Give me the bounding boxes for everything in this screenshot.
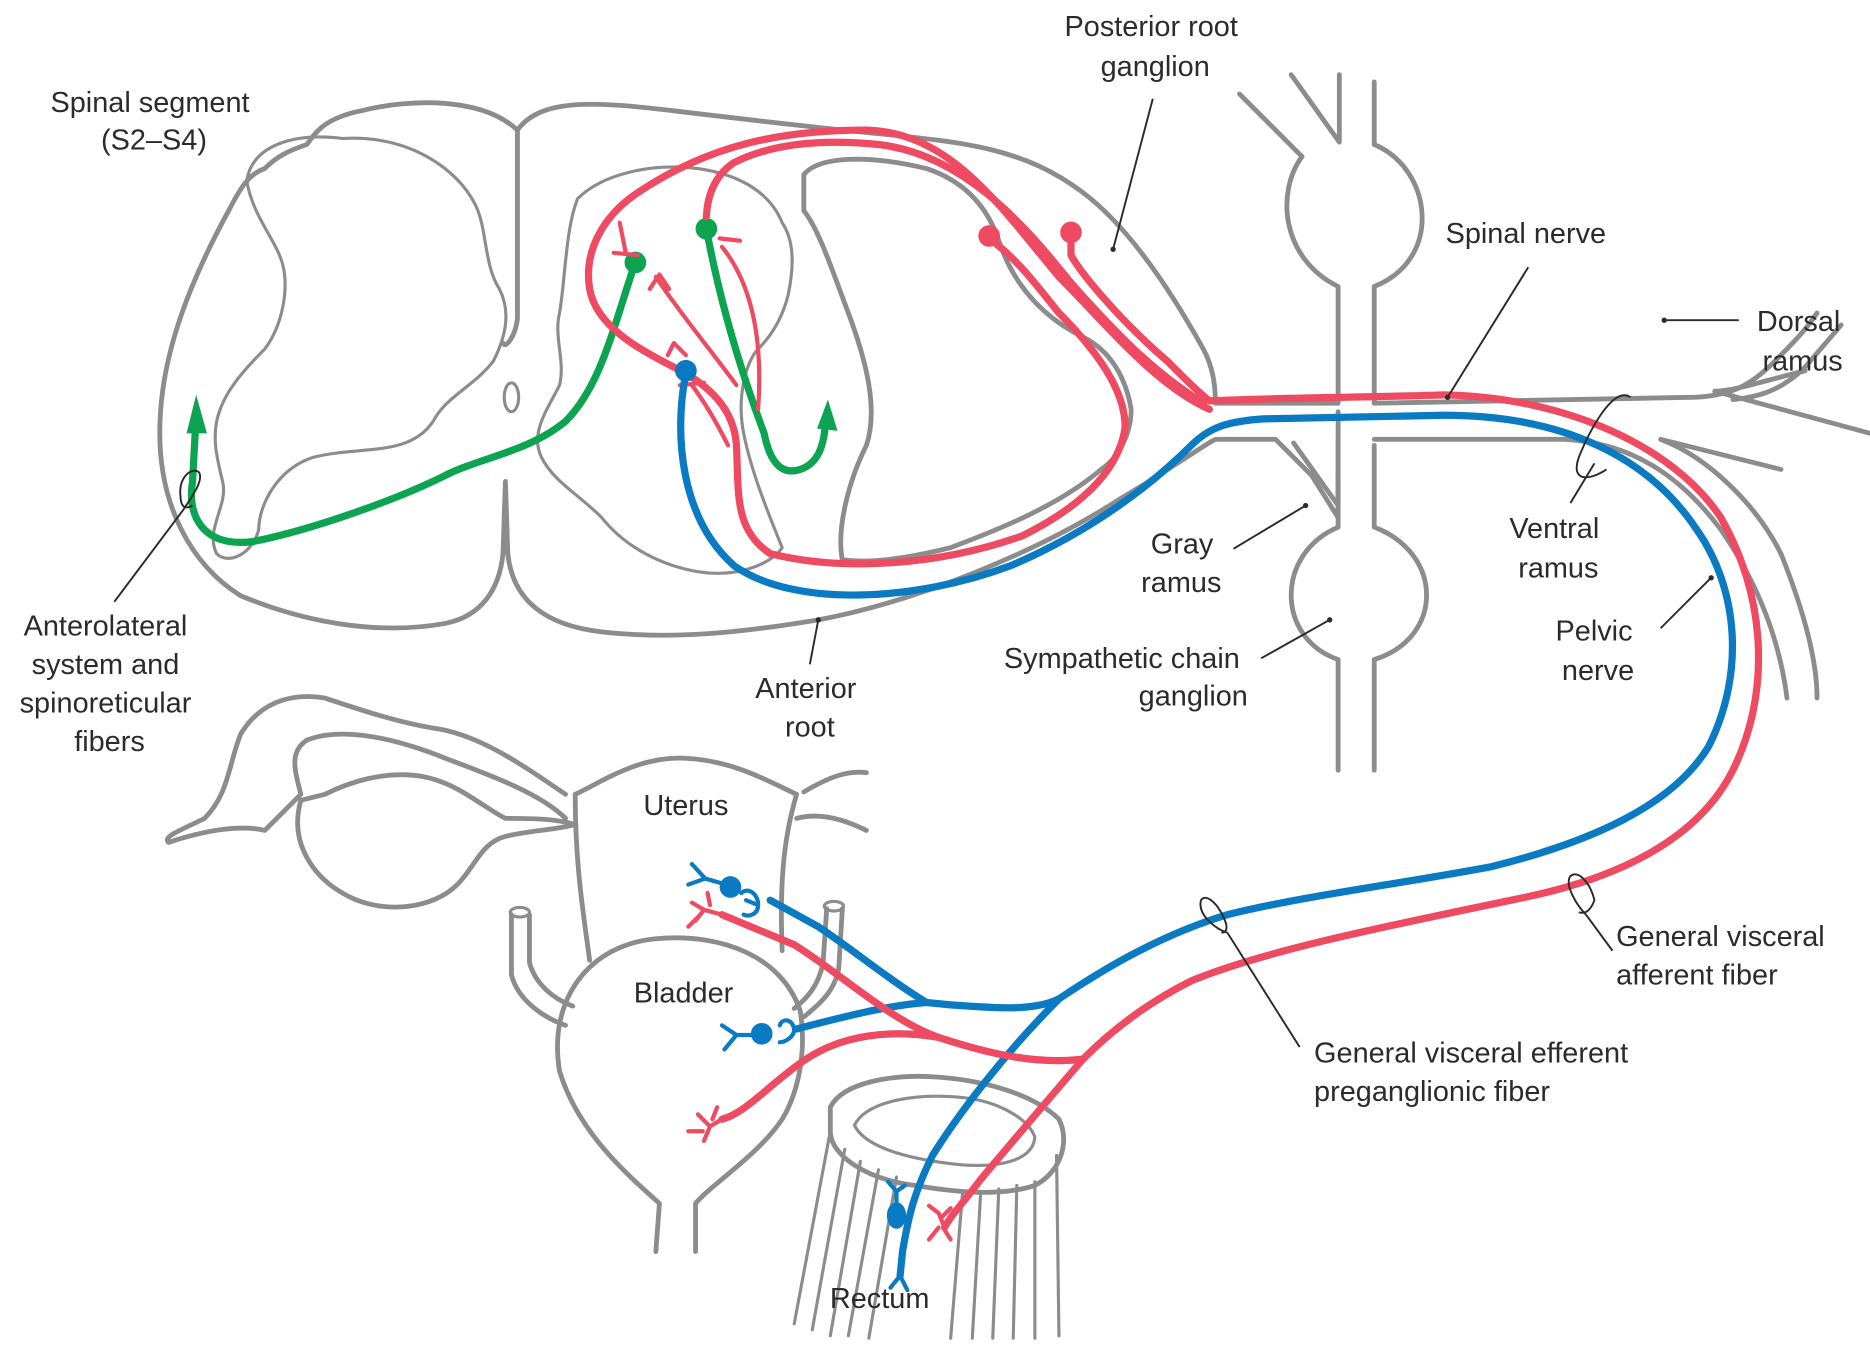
spinal-cord-top-right-outline (515, 101, 1341, 406)
afferent-collateral-1 (611, 220, 640, 258)
right-gray-matter (536, 165, 794, 575)
sympathetic-trunk (1237, 72, 1429, 773)
label-bladder: Bladder (634, 977, 734, 1009)
afferent-fibers-pelvic (686, 391, 1763, 1242)
central-canal (502, 381, 521, 414)
green-arrowhead-left (186, 394, 207, 434)
label-posterior-root-ganglion: Posterior root ganglion (1065, 11, 1246, 83)
spinal-nerve-upper-border (1371, 310, 1820, 406)
afferent-fiber-outer (584, 126, 1213, 568)
left-ureter-opening (508, 905, 532, 919)
afferent-branch-bladder (718, 1030, 943, 1123)
label-sympathetic-chain-ganglion: Sympathetic chain ganglion (1004, 643, 1248, 712)
label-rectum: Rectum (830, 1283, 929, 1315)
bladder (555, 935, 805, 1254)
posterior-horn-right (801, 156, 1134, 564)
postganglionic-neuron-uterus (686, 862, 761, 918)
right-ureter-opening (822, 899, 846, 913)
lower-sympathetic-ganglion (1288, 442, 1429, 773)
sympathetic-trunk-upper-left-branch (1237, 91, 1305, 159)
ovary (295, 772, 578, 910)
label-uterus: Uterus (643, 790, 728, 822)
efferent-branch-uterus (766, 896, 931, 1007)
afferent-fiber-to-ganglion-2 (1067, 231, 1213, 405)
leader-sympathetic-chain-ganglion (1260, 618, 1331, 660)
label-anterolateral-system: Anterolateral system and spinoreticular … (20, 610, 200, 758)
label-dorsal-ramus: Dorsal ramus (1757, 306, 1848, 378)
right-broad-ligament (794, 769, 869, 833)
ventral-ramus-split-upper (1712, 368, 1870, 436)
leader-gve-fiber (1199, 896, 1301, 1048)
spinal-nerve-rami (1371, 310, 1870, 701)
afferent-ending-uterus (686, 890, 725, 929)
uterus-body (572, 755, 800, 963)
efferent-branch-rectum (896, 995, 1063, 1280)
afferent-ending-rectum (926, 1203, 953, 1242)
green-fiber-ipsilateral (702, 225, 830, 475)
label-gray-ramus: Gray ramus (1141, 529, 1221, 600)
rectum-wall-lines (792, 1129, 1061, 1340)
left-gray-matter (211, 135, 508, 560)
upper-sympathetic-ganglion (1284, 142, 1425, 406)
label-leader-lines (113, 98, 1739, 1048)
posterior-median-sulcus (500, 127, 520, 347)
text-labels: Spinal segment (S2–S4) Posterior root ga… (20, 11, 1848, 1315)
leader-ventral-ramus (1569, 394, 1632, 504)
green-arrowhead-right (817, 399, 838, 431)
label-spinal-nerve: Spinal nerve (1446, 218, 1607, 250)
pelvic-organs (164, 694, 1067, 1340)
leader-spinal-nerve (1446, 266, 1530, 398)
green-neuron-cell-body-2 (695, 217, 718, 240)
afferent-neuron-cell-body-1 (978, 225, 1000, 247)
green-fiber-crossing (187, 258, 639, 546)
afferent-fiber-pelvic-nerve (1079, 391, 1763, 1063)
afferent-branch-rectum (941, 1055, 1087, 1232)
label-ventral-ramus: Ventral ramus (1509, 513, 1607, 585)
label-spinal-segment: Spinal segment (S2–S4) (50, 87, 257, 156)
label-gva-fiber: General visceral afferent fiber (1616, 921, 1833, 992)
afferent-collateral-2 (647, 272, 739, 388)
uterine-tube-and-fimbria (164, 694, 568, 845)
efferent-branch-bladder (793, 998, 931, 1033)
leader-gray-ramus (1232, 504, 1307, 550)
leader-anterolateral-system (113, 469, 201, 603)
postganglionic-neuron-bladder (719, 1018, 797, 1052)
postganglionic-neuron-rectum (885, 1179, 910, 1293)
afferent-fibers-spinal (584, 126, 1213, 568)
leader-posterior-root-ganglion (1112, 98, 1154, 250)
sympathetic-trunk-upper-middle-branch (1288, 72, 1342, 145)
rectum-top-rim (827, 1074, 1067, 1195)
afferent-collateral-4 (717, 236, 762, 412)
leader-pelvic-nerve (1659, 577, 1712, 629)
efferent-preganglionic-fiber (675, 359, 1737, 1293)
pelvic-nerve-outer-border (1658, 436, 1820, 701)
leader-gva-fiber (1567, 873, 1614, 952)
anterolateral-system-fibers (186, 217, 838, 546)
afferent-fiber-inner (702, 138, 1207, 407)
spinal-nerve-lower-border (1371, 436, 1790, 701)
green-neuron-cell-body-1 (624, 251, 647, 274)
afferent-neuron-cell-body-2 (1060, 221, 1082, 244)
gray-ramus-branch (1291, 436, 1341, 508)
label-gve-fiber: General visceral efferent preganglionic … (1314, 1038, 1636, 1109)
leader-anterior-root (808, 619, 820, 665)
afferent-ending-bladder (686, 1105, 725, 1143)
rectum-inner-rim (852, 1094, 1037, 1167)
afferent-collateral-3 (665, 340, 731, 448)
label-anterior-root: Anterior root (755, 673, 864, 744)
label-pelvic-nerve: Pelvic nerve (1556, 615, 1641, 687)
